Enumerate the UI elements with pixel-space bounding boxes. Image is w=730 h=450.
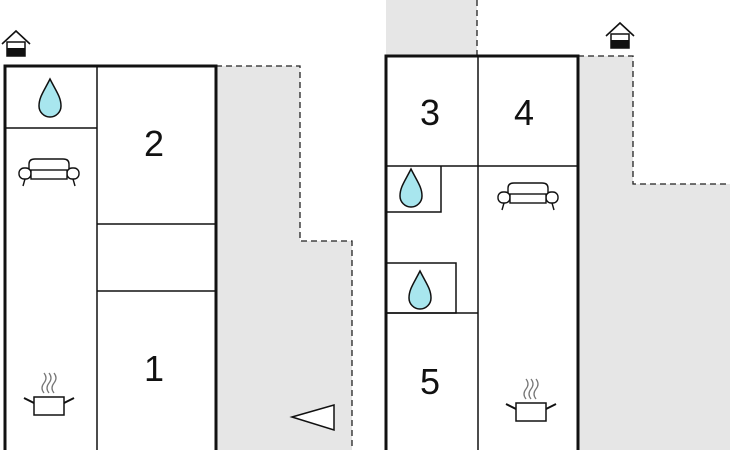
room-label-3: 3 xyxy=(420,92,440,133)
left-building-walls xyxy=(3,64,218,450)
direction-arrow-icon xyxy=(289,404,335,432)
right-building-interior xyxy=(386,56,578,450)
outdoor-boundary-left xyxy=(216,65,353,450)
right-building-walls xyxy=(384,54,580,450)
room-label-4: 4 xyxy=(514,92,534,133)
left-building-interior xyxy=(5,66,216,450)
room-label-1: 1 xyxy=(144,348,164,389)
room-label-2: 2 xyxy=(144,123,164,164)
room-label-5: 5 xyxy=(420,361,440,402)
house-entrance-icon xyxy=(1,30,31,57)
house-entrance-icon xyxy=(605,22,635,49)
outdoor-boundary-right xyxy=(578,55,730,185)
outdoor-area-left xyxy=(216,66,352,450)
outdoor-area-top xyxy=(386,0,477,56)
outdoor-area-right xyxy=(578,56,730,450)
